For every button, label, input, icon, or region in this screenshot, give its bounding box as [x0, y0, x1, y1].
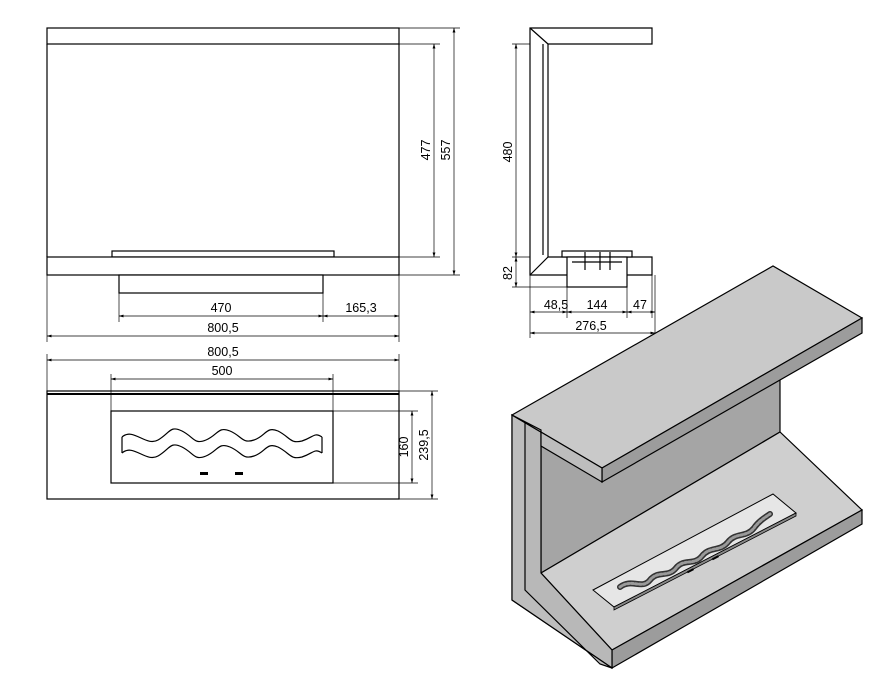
side-view: 480 82 48,5 144 47 276,5 [501, 27, 656, 338]
dim-front-165: 165,3 [322, 275, 400, 342]
dim-front-470: 470 [118, 293, 324, 322]
dim-side-47: 47 [626, 298, 656, 314]
dim-label-557: 557 [439, 140, 453, 161]
front-view: 477 557 470 165,3 800,5 [46, 27, 460, 342]
dim-side-82: 82 [501, 256, 567, 288]
dim-label-165-3: 165,3 [345, 301, 376, 315]
dim-label-800-5-front: 800,5 [207, 321, 238, 335]
top-slot-right [235, 472, 243, 475]
dim-label-239-5: 239,5 [417, 429, 431, 460]
dim-top-800: 800,5 [46, 345, 400, 391]
dim-front-557: 557 [399, 27, 460, 276]
dim-side-144: 144 [566, 298, 628, 314]
top-slot-left [200, 472, 208, 475]
side-profile [529, 27, 653, 276]
top-view: 800,5 500 160 239,5 [46, 345, 438, 500]
dim-label-470: 470 [211, 301, 232, 315]
top-burner-tray [110, 410, 334, 484]
dim-label-276-5: 276,5 [575, 319, 606, 333]
dim-label-47: 47 [633, 298, 647, 312]
dim-front-800: 800,5 [46, 275, 400, 342]
dim-label-480: 480 [501, 142, 515, 163]
side-burner-lip [561, 250, 633, 258]
dim-label-144: 144 [587, 298, 608, 312]
dim-top-239: 239,5 [399, 390, 438, 500]
front-top-shelf [46, 27, 400, 45]
front-base-plate [46, 256, 400, 276]
dim-label-800-5-top: 800,5 [207, 345, 238, 359]
dim-side-48: 48,5 [529, 298, 568, 314]
front-burner-lip [111, 250, 335, 258]
top-wave-lower [121, 444, 323, 459]
isometric-view [510, 265, 864, 670]
dim-label-48-5: 48,5 [544, 298, 568, 312]
front-burner-box [118, 274, 324, 294]
iso-top-shelf-left [511, 414, 603, 484]
top-wave-upper [121, 428, 323, 443]
dim-side-276: 276,5 [529, 319, 656, 335]
dim-side-480: 480 [501, 43, 530, 258]
dim-label-82: 82 [501, 266, 515, 280]
dim-label-500: 500 [212, 364, 233, 378]
dim-front-477: 477 [399, 43, 440, 258]
dim-top-500: 500 [110, 364, 334, 411]
dim-top-160: 160 [333, 410, 418, 484]
dim-label-477: 477 [419, 140, 433, 161]
dim-label-160: 160 [397, 437, 411, 458]
